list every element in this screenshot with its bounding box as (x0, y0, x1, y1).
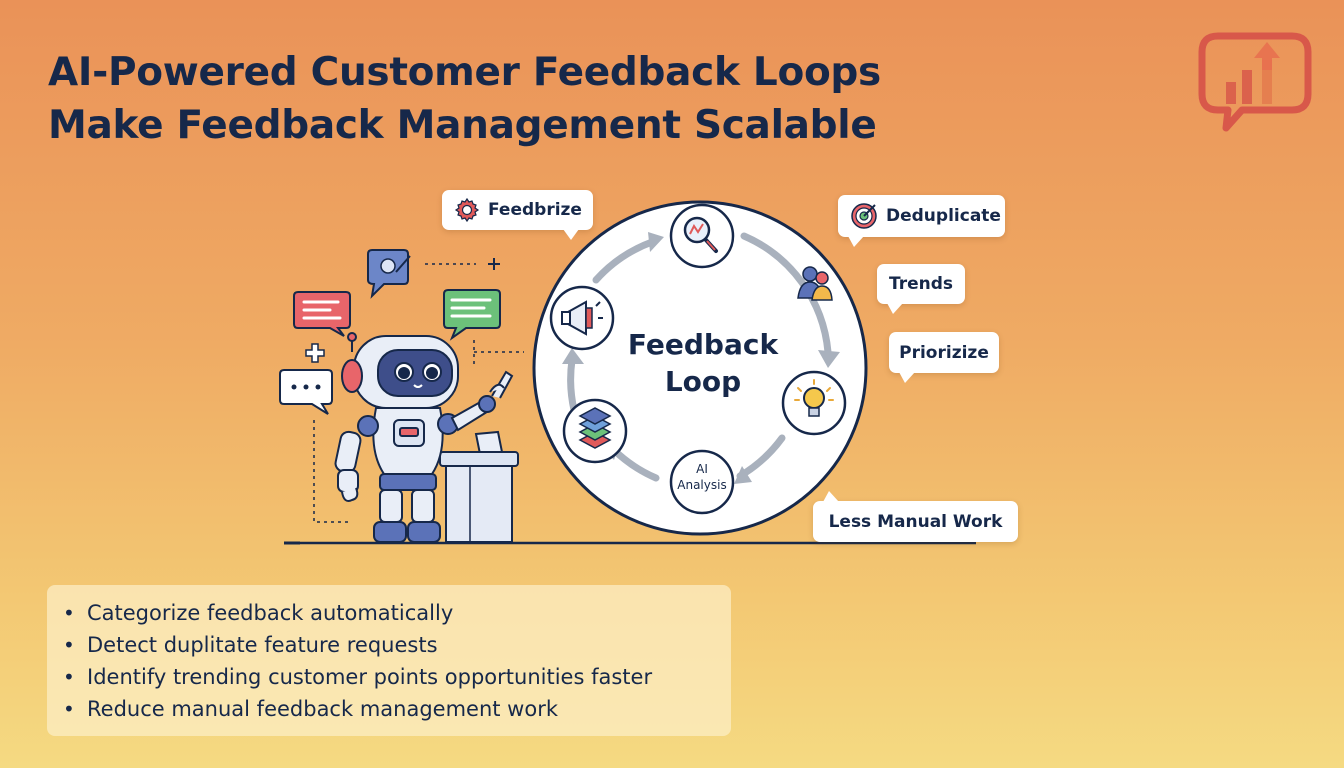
bubble-red (293, 291, 351, 337)
callout-feedbrize-label: Feedbrize (488, 200, 582, 220)
ai-analysis-label: AI Analysis (662, 461, 742, 493)
callout-priorizize-label: Priorizize (899, 342, 989, 363)
callout-less-manual-work: Less Manual Work (813, 491, 1018, 542)
bubble-green (443, 289, 501, 341)
bubble-white-dots (279, 369, 333, 415)
users-group-icon (797, 266, 833, 301)
kiosk (439, 430, 519, 543)
title-line-2: Make Feedback Management Scalable (48, 103, 877, 148)
callout-trends-label: Trends (888, 274, 954, 294)
ring-node-layers (562, 398, 628, 464)
target-icon (850, 202, 878, 230)
callout-priorizize: Priorizize (889, 332, 999, 383)
chart-speech-bubble-icon (1196, 30, 1314, 139)
benefit-item: Detect duplitate feature requests (63, 629, 731, 661)
benefit-item: Reduce manual feedback management work (63, 693, 731, 725)
page-title: AI-Powered Customer Feedback Loops Make … (48, 46, 881, 152)
center-line-1: Feedback (627, 328, 779, 361)
ring-node-lightbulb (781, 370, 847, 436)
benefits-list: Categorize feedback automatically Detect… (63, 597, 731, 725)
megaphone-icon (561, 300, 603, 336)
callout-trends: Trends (877, 264, 965, 314)
ai-node-line-2: Analysis (677, 478, 727, 492)
bubble-blue (367, 249, 411, 299)
lightbulb-icon (794, 379, 834, 417)
benefits-panel: Categorize feedback automatically Detect… (47, 585, 731, 736)
ring-node-magnifier (669, 203, 735, 269)
callout-feedbrize: Feedbrize (442, 190, 593, 240)
callout-less-manual-work-label: Less Manual Work (828, 511, 1003, 532)
feedback-loop-label: Feedback Loop (598, 326, 808, 400)
center-line-2: Loop (664, 365, 742, 398)
benefit-item: Identify trending customer points opport… (63, 661, 731, 693)
stacked-layers-icon (578, 407, 612, 449)
ai-node-line-1: AI (696, 462, 708, 476)
title-line-1: AI-Powered Customer Feedback Loops (48, 50, 881, 95)
robot (334, 332, 514, 543)
callout-deduplicate: Deduplicate (838, 195, 1005, 247)
benefit-item: Categorize feedback automatically (63, 597, 731, 629)
ring-node-megaphone (549, 285, 615, 351)
ring-node-ai-analysis (669, 449, 735, 515)
gear-icon (454, 197, 480, 223)
callout-deduplicate-label: Deduplicate (886, 206, 1001, 226)
